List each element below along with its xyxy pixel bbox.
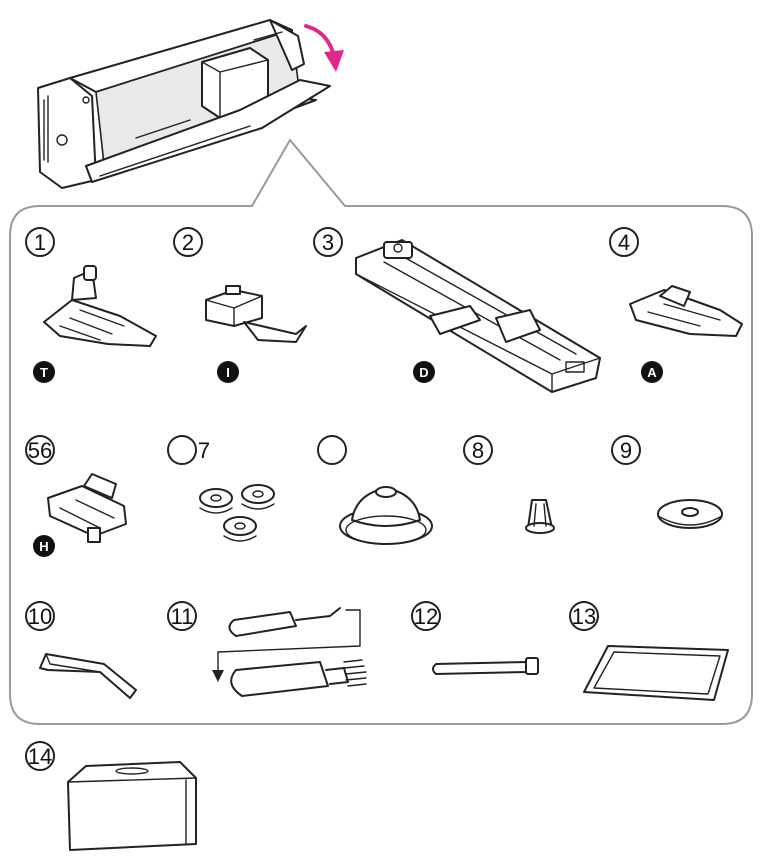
spool-pin — [432, 657, 539, 675]
large-spool-cap — [339, 486, 433, 545]
svg-text:T: T — [40, 365, 48, 380]
svg-text:4: 4 — [618, 230, 630, 255]
svg-text:14: 14 — [28, 744, 52, 769]
svg-text:A: A — [647, 365, 657, 380]
accessory-box — [37, 19, 331, 189]
foot-letter-d-badge: D — [413, 361, 435, 383]
svg-text:D: D — [419, 365, 428, 380]
svg-text:7: 7 — [198, 438, 210, 463]
item-10-label: 10 — [25, 601, 55, 631]
item-13-label: 13 — [569, 601, 599, 631]
item-3-label: 3 — [313, 227, 343, 257]
svg-text:2: 2 — [182, 230, 194, 255]
spool-felt — [657, 499, 723, 529]
item-14-label: 14 — [25, 741, 55, 771]
satin-stitch-foot — [629, 285, 743, 337]
svg-text:8: 8 — [472, 438, 484, 463]
small-spool-cap — [525, 499, 555, 534]
open-direction-arrow — [304, 24, 344, 72]
svg-text:56: 56 — [28, 438, 52, 463]
button-sewing-foot — [47, 473, 127, 543]
svg-text:1: 1 — [34, 230, 46, 255]
item-56-label: 56 — [25, 435, 55, 465]
quilting-guide — [39, 653, 137, 699]
zipper-foot — [205, 285, 307, 343]
svg-text:I: I — [226, 365, 230, 380]
svg-text:10: 10 — [28, 604, 52, 629]
buttonhole-foot — [355, 239, 601, 393]
item-12-label: 12 — [411, 601, 441, 631]
foot-letter-h-badge: H — [33, 535, 55, 557]
svg-text:13: 13 — [572, 604, 596, 629]
item-7-label: 7 — [167, 435, 210, 465]
blank-item-marker — [317, 435, 347, 465]
item-4-label: 4 — [609, 227, 639, 257]
foot-letter-a-badge: A — [641, 361, 663, 383]
item-9-label: 9 — [611, 435, 641, 465]
general-purpose-foot — [43, 265, 157, 347]
item-11-label: 11 — [167, 601, 197, 631]
seam-ripper-brush — [212, 607, 367, 697]
svg-text:3: 3 — [322, 230, 334, 255]
item-8-label: 8 — [463, 435, 493, 465]
svg-text:H: H — [39, 539, 48, 554]
item-2-label: 2 — [173, 227, 203, 257]
item-1-label: 1 — [25, 227, 55, 257]
soft-cover — [67, 761, 197, 851]
accessory-panel — [9, 138, 753, 725]
dust-cover-sheet — [583, 645, 729, 701]
svg-text:9: 9 — [620, 438, 632, 463]
foot-letter-t-badge: T — [33, 361, 55, 383]
svg-text:12: 12 — [414, 604, 438, 629]
svg-text:11: 11 — [171, 604, 194, 629]
bobbins — [199, 484, 275, 542]
foot-letter-i-badge: I — [217, 361, 239, 383]
